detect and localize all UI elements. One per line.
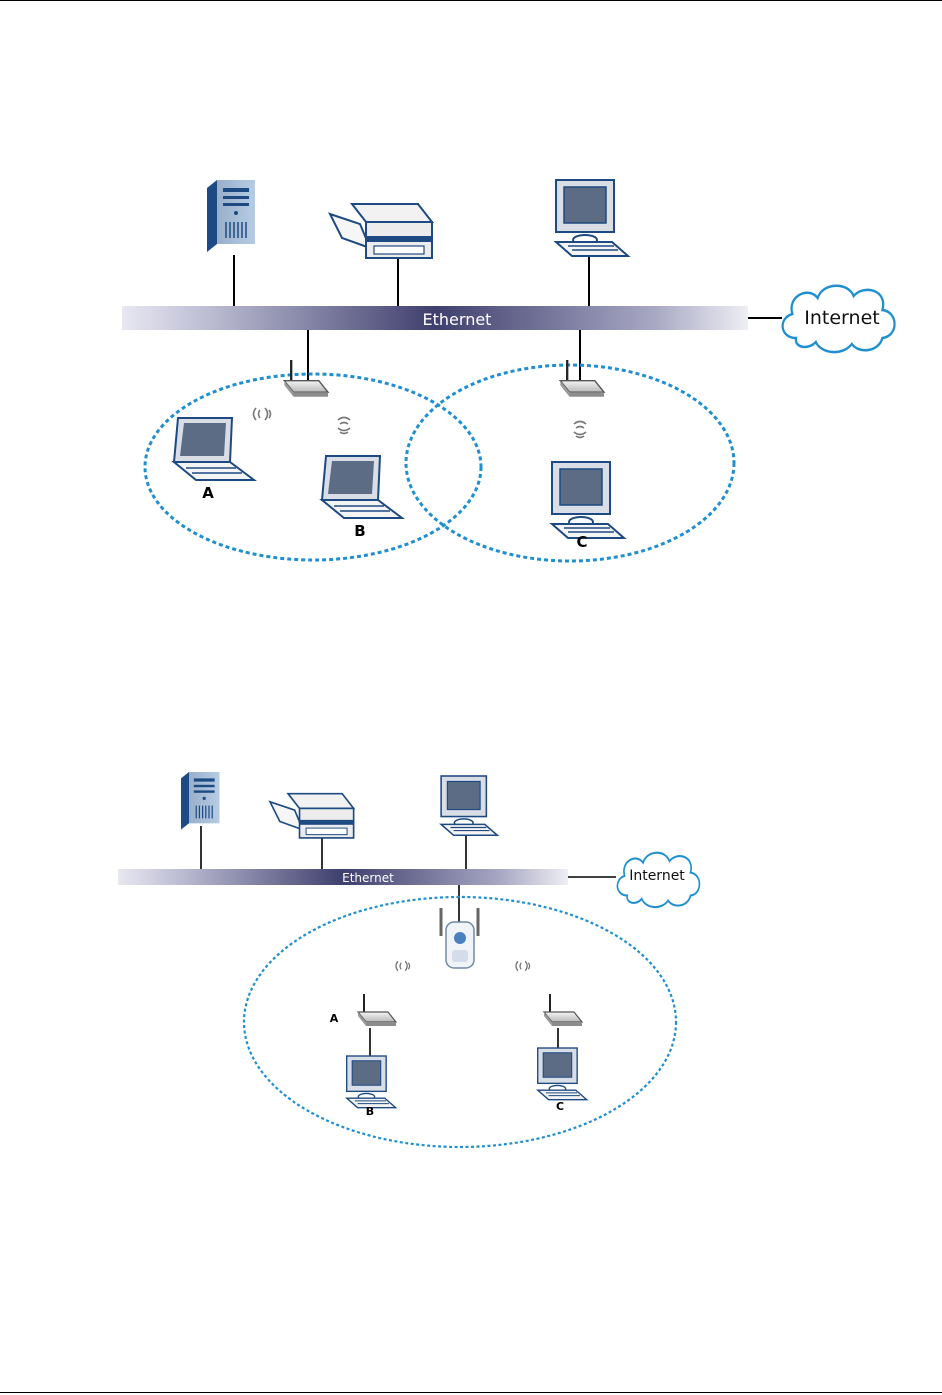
client-label-b: B — [354, 522, 365, 540]
wireless-signal-icon — [254, 408, 271, 420]
workstation-icon — [441, 776, 497, 835]
laptop-a-icon — [174, 418, 254, 480]
wireless-signal-icon — [396, 961, 410, 971]
client-label-c: C — [556, 1100, 564, 1113]
server-icon — [207, 180, 255, 252]
client-label-b: B — [366, 1105, 374, 1118]
figure-1: Ethernet Internet A B C — [122, 180, 895, 561]
figure-2: Ethernet Internet A B C — [118, 772, 699, 1147]
client-ap-c-icon — [544, 994, 582, 1026]
client-ap-a-icon — [358, 994, 396, 1026]
laptop-b-icon — [322, 456, 402, 518]
internet-label: Internet — [804, 307, 879, 329]
printer-icon — [330, 204, 432, 258]
client-label-a: A — [330, 1012, 339, 1025]
desktop-b-icon — [347, 1056, 396, 1108]
server-icon — [181, 772, 219, 830]
access-point-1-icon — [284, 360, 328, 397]
wireless-signal-icon — [574, 422, 586, 438]
desktop-c-icon — [552, 462, 624, 538]
wireless-signal-icon — [516, 961, 530, 971]
workstation-icon — [556, 180, 628, 256]
desktop-c-icon — [538, 1048, 587, 1100]
client-label-a: A — [202, 484, 214, 502]
internet-label: Internet — [629, 868, 685, 884]
ethernet-label: Ethernet — [423, 310, 492, 329]
wireless-signal-icon — [338, 418, 350, 434]
client-label-c: C — [576, 533, 587, 551]
ethernet-label: Ethernet — [342, 871, 394, 885]
printer-icon — [270, 794, 354, 838]
